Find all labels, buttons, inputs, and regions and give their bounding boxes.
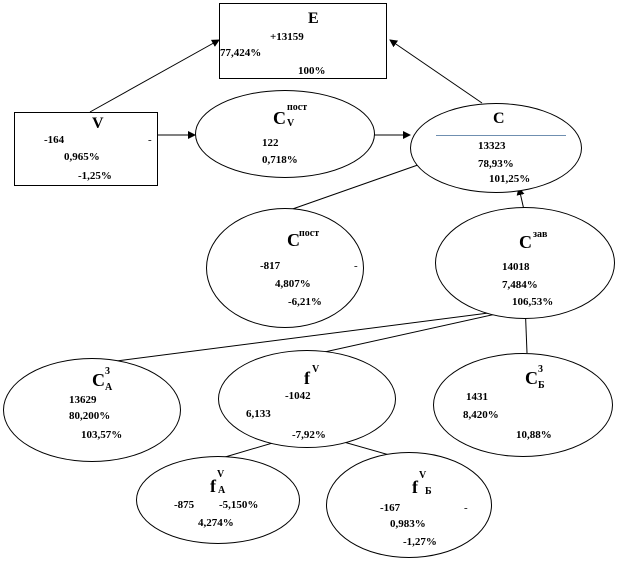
node-c-zav-label: C [519, 232, 532, 252]
arrow-c3a-to-czav [69, 306, 513, 368]
node-f-v-b-value-1: -167 [380, 502, 401, 514]
node-f-v-label: f [304, 368, 310, 388]
node-c3-a-value-2: 80,200% [69, 410, 111, 422]
node-f-v-b-sub: Б [425, 486, 432, 497]
node-c-separator [436, 135, 566, 136]
node-f-v-a-value-1: -875 [174, 499, 195, 511]
node-e: E +13159 77,424% 100% [219, 3, 387, 79]
node-c-zav-sup: зав [533, 229, 548, 240]
node-c-post-v: C пост V 122 0,718% [195, 90, 375, 178]
node-c-post-v-value-2: 0,718% [262, 154, 298, 166]
node-c3-b-value-1: 1431 [466, 391, 488, 403]
node-c3-b-value-2: 8,420% [463, 409, 499, 421]
node-e-value-1: +13159 [270, 31, 304, 43]
arrow-czav-to-c [516, 187, 525, 211]
node-f-v-sup: V [312, 364, 320, 375]
node-c-zav-value-3: 106,53% [512, 296, 554, 308]
node-c-post-value-3: -6,21% [288, 296, 322, 308]
node-c-value-2: 78,93% [478, 158, 514, 170]
node-c3-a: C 3 А 13629 80,200% 103,57% [3, 358, 181, 462]
node-f-v-b-value-3: -1,27% [403, 536, 437, 548]
node-e-label: E [308, 10, 319, 27]
node-c-post-v-sup: пост [287, 102, 308, 113]
node-f-v-a-label: f [210, 476, 216, 496]
node-c3-a-value-1: 13629 [69, 394, 97, 406]
node-c-post-v-value-1: 122 [262, 137, 279, 149]
node-c3-b: C 3 Б 1431 8,420% 10,88% [433, 353, 613, 457]
node-c-zav-value-1: 14018 [502, 261, 530, 273]
node-f-v-a-value-3: 4,274% [198, 517, 234, 529]
node-c-zav: C зав 14018 7,484% 106,53% [435, 207, 615, 319]
node-v-marker: - [148, 134, 152, 146]
node-v-value-2: 0,965% [64, 151, 100, 163]
node-c3-a-sub: А [105, 382, 113, 393]
node-c-zav-value-2: 7,484% [502, 279, 538, 291]
node-c-post-value-1: -817 [260, 260, 281, 272]
node-f-v: f V -1042 6,133 -7,92% [218, 350, 396, 448]
node-v-value-1: -164 [44, 134, 65, 146]
node-c: C 13323 78,93% 101,25% [410, 103, 582, 193]
node-v-label: V [92, 115, 104, 132]
node-v: V -164 - 0,965% -1,25% [14, 112, 158, 186]
node-c-post-v-label: C [273, 108, 286, 128]
node-f-v-b-marker: - [464, 502, 468, 514]
node-c3-a-label: C [92, 370, 105, 390]
node-f-v-b-label: f [412, 477, 418, 497]
node-v-value-3: -1,25% [78, 170, 112, 182]
node-c3-a-value-3: 103,57% [81, 429, 123, 441]
node-c-post-value-2: 4,807% [275, 278, 311, 290]
node-c3-b-sup: 3 [538, 364, 543, 375]
node-c-label: C [493, 110, 505, 127]
arrow-v-to-e [89, 39, 220, 113]
node-c3-b-label: C [525, 368, 538, 388]
node-c3-b-value-3: 10,88% [516, 429, 552, 441]
node-c-post-sup: пост [299, 228, 320, 239]
node-f-v-b: f V Б -167 - 0,983% -1,27% [326, 452, 492, 558]
arrow-fv-to-czav [301, 307, 515, 358]
arrow-cpost-to-c [283, 158, 433, 213]
node-f-v-a: f V А -875 -5,150% 4,274% [136, 456, 300, 544]
node-c-post-marker: - [354, 260, 358, 272]
node-c-post-v-sub: V [287, 118, 295, 129]
node-c-value-3: 101,25% [489, 173, 531, 185]
node-c-post: C пост -817 - 4,807% -6,21% [206, 208, 364, 328]
node-f-v-b-sup: V [419, 470, 427, 481]
node-e-value-3: 100% [298, 65, 326, 77]
node-e-value-2: 77,424% [220, 47, 262, 59]
arrow-c-to-e [389, 39, 483, 104]
node-f-v-value-3: -7,92% [292, 429, 326, 441]
node-c3-a-sup: 3 [105, 366, 110, 377]
node-c-post-label: C [287, 230, 300, 250]
node-f-v-a-value-2: -5,150% [219, 499, 259, 511]
node-f-v-value-2: 6,133 [246, 408, 271, 420]
node-f-v-b-value-2: 0,983% [390, 518, 426, 530]
node-f-v-value-1: -1042 [285, 390, 311, 402]
node-c3-b-sub: Б [538, 380, 545, 391]
node-c-value-1: 13323 [478, 140, 506, 152]
node-f-v-a-sub: А [218, 485, 226, 496]
node-f-v-a-sup: V [217, 469, 225, 480]
